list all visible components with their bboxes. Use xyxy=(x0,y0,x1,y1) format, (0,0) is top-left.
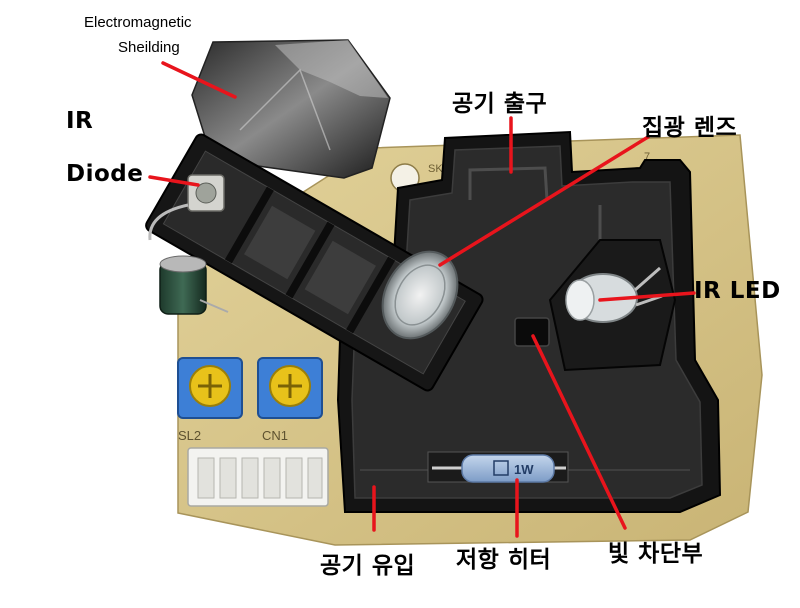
ir-diode-wire xyxy=(148,203,189,241)
label-em-shielding-line1: Electromagnetic xyxy=(84,14,192,31)
pcb-mark-7: 7 xyxy=(644,151,650,163)
label-resistor-heater: 저항 히터 xyxy=(456,547,552,573)
heater-logo xyxy=(493,460,509,476)
condenser-lens xyxy=(381,250,459,340)
capacitor-lead xyxy=(199,299,229,313)
label-air-outlet: 공기 출구 xyxy=(452,91,548,117)
label-condenser-lens: 집광 렌즈 xyxy=(642,115,738,141)
label-light-blocker: 빛 차단부 xyxy=(608,541,704,567)
label-ir-led: IR LED xyxy=(694,278,781,304)
ir-led-dome xyxy=(565,279,595,321)
ir-led-lead-2 xyxy=(635,294,663,307)
pcb-mark-cn1: CN1 xyxy=(262,428,288,443)
capacitor-top xyxy=(159,255,207,273)
leader-condenser-lens xyxy=(438,135,650,267)
em-shielding-crease xyxy=(239,68,331,151)
label-diode: Diode xyxy=(66,161,144,187)
light-blocker-block xyxy=(514,317,550,347)
leader-light-blocker xyxy=(531,334,627,530)
pcb-mark-sk: SK xyxy=(428,163,443,175)
potentiometer-cn1 xyxy=(257,357,323,419)
label-em-shielding-line2: Sheilding xyxy=(118,39,180,56)
leader-em-shielding xyxy=(161,61,237,99)
em-shielding-fold xyxy=(275,40,388,98)
pcb-mark-sl2: SL2 xyxy=(178,428,201,443)
condenser-lens-ring xyxy=(394,264,446,326)
leader-ir-diode xyxy=(148,175,200,187)
label-air-inlet: 공기 유입 xyxy=(320,553,416,579)
potentiometer-sl2 xyxy=(177,357,243,419)
chamber-wall-highlight xyxy=(468,166,549,201)
white-connector xyxy=(187,447,329,507)
leader-ir-led xyxy=(598,291,696,302)
ir-diode-window xyxy=(195,182,217,204)
ir-led-lead-1 xyxy=(634,266,661,292)
heater-mark: 1W xyxy=(514,462,534,477)
label-ir: IR xyxy=(66,108,94,134)
